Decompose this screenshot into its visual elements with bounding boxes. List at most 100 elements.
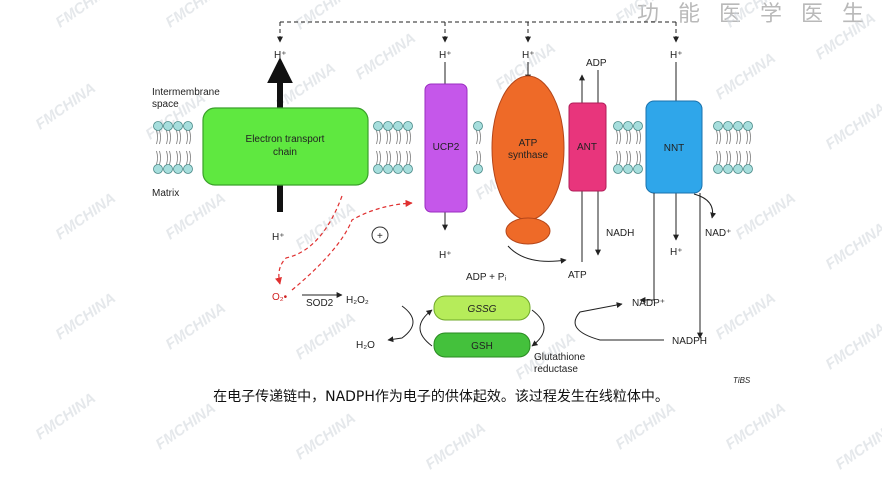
lipid-tail — [409, 150, 411, 165]
watermark-text: FMCHINA — [163, 0, 229, 31]
glutathione-reductase-line1: Glutathione — [534, 352, 586, 363]
lipid-tail — [479, 130, 481, 145]
lipid-head — [713, 121, 723, 131]
lipid-head — [743, 164, 753, 174]
lipid-head — [473, 121, 483, 131]
lipid-tail — [409, 130, 411, 145]
source-label: TiBS — [733, 376, 751, 385]
lipid-tail — [176, 130, 178, 145]
caption-text: 在电子传递链中，NADPH作为电子的供体起效。该过程发生在线粒体中。 — [213, 389, 669, 405]
gsh-label: GSH — [471, 341, 493, 352]
h-plus-nnt-bottom: H⁺ — [670, 247, 683, 258]
lipid-head — [183, 121, 193, 131]
lipid-tail — [739, 130, 741, 145]
lipid-tail — [626, 130, 628, 145]
lipid-tail — [639, 130, 641, 145]
adp-pi-label: ADP + Pᵢ — [466, 272, 506, 283]
lipid-tail — [406, 130, 408, 145]
nnt-nadh-line — [639, 193, 655, 303]
lipid-head — [623, 121, 633, 131]
watermark-text: FMCHINA — [53, 290, 119, 344]
watermark-text: FMCHINA — [723, 0, 789, 31]
lipid-head — [473, 164, 483, 174]
h-plus-etc-bottom: H⁺ — [272, 232, 285, 243]
lipid-tail — [176, 150, 178, 165]
nadph-label: NADPH — [672, 336, 707, 347]
watermark-text: FMCHINA — [713, 50, 779, 104]
lipid-tail — [716, 150, 718, 165]
lipid-tail — [476, 130, 478, 145]
sod2-label: SOD2 — [306, 298, 334, 309]
nad-plus-label: NAD⁺ — [705, 228, 731, 239]
lipid-head — [633, 164, 643, 174]
lipid-tail — [746, 150, 748, 165]
inner-membrane — [153, 121, 753, 174]
lipid-tail — [376, 130, 378, 145]
etc-label-line1: Electron transport — [246, 134, 325, 145]
lipid-tail — [616, 150, 618, 165]
lipid-tail — [406, 150, 408, 165]
lipid-head — [153, 164, 163, 174]
intermembrane-label-line2: space — [152, 99, 179, 110]
atp-synthase-label-line1: ATP — [519, 138, 538, 149]
lipid-head — [723, 164, 733, 174]
lipid-tail — [749, 130, 751, 145]
matrix-label: Matrix — [152, 188, 179, 199]
gsh-to-gssg-arc — [419, 309, 433, 347]
lipid-tail — [616, 130, 618, 145]
adp-top-label: ADP — [586, 58, 607, 69]
h-plus-ucp2-bottom: H⁺ — [439, 250, 452, 261]
lipid-tail — [636, 130, 638, 145]
watermark-text: FMCHINA — [733, 190, 799, 244]
nnt-label: NNT — [664, 143, 685, 154]
plus-circle — [371, 226, 389, 244]
lipid-head — [393, 164, 403, 174]
lipid-tail — [396, 150, 398, 165]
etc-to-o2-red-arrow — [274, 195, 343, 285]
watermark-text: FMCHINA — [823, 320, 882, 374]
h-plus-ucp2-top: H⁺ — [439, 50, 452, 61]
lipid-head — [623, 164, 633, 174]
lipid-tail — [399, 150, 401, 165]
watermark-text: FMCHINA — [163, 300, 229, 354]
nadp-plus-label: NADP⁺ — [632, 298, 665, 309]
o2-to-ucp2-red-arrow — [291, 199, 413, 291]
lipid-tail — [159, 130, 161, 145]
watermark-text: FMCHINA — [823, 100, 882, 154]
watermark-text: FMCHINA — [53, 190, 119, 244]
etc-label-line2: chain — [273, 147, 297, 158]
lipid-tail — [169, 150, 171, 165]
lipid-tail — [166, 150, 168, 165]
lipid-tail — [156, 150, 158, 165]
lipid-tail — [739, 150, 741, 165]
lipid-tail — [716, 130, 718, 145]
watermark-text: FMCHINA — [293, 410, 359, 464]
lipid-head — [163, 164, 173, 174]
lipid-tail — [629, 150, 631, 165]
lipid-tail — [719, 130, 721, 145]
watermark-text: FMCHINA — [423, 420, 489, 474]
ant-label: ANT — [577, 142, 597, 153]
lipid-head — [163, 121, 173, 131]
lipid-head — [173, 164, 183, 174]
lipid-tail — [736, 130, 738, 145]
lipid-tail — [159, 150, 161, 165]
lipid-head — [733, 121, 743, 131]
watermark-text: FMCHINA — [833, 420, 882, 474]
watermark-text: FMCHINA — [613, 0, 679, 27]
lipid-tail — [726, 150, 728, 165]
intermembrane-label-line1: Intermembrane — [152, 87, 220, 98]
lipid-tail — [179, 130, 181, 145]
lipid-head — [613, 121, 623, 131]
lipid-head — [153, 121, 163, 131]
ucp2-label: UCP2 — [433, 142, 460, 153]
lipid-head — [383, 121, 393, 131]
lipid-tail — [619, 130, 621, 145]
lipid-tail — [736, 150, 738, 165]
adp-to-atp-arrow — [507, 245, 567, 264]
lipid-head — [383, 164, 393, 174]
lipid-head — [733, 164, 743, 174]
brand-text: 功 能 医 学 医 生 — [637, 2, 870, 27]
atp-bottom-label: ATP — [568, 270, 587, 281]
